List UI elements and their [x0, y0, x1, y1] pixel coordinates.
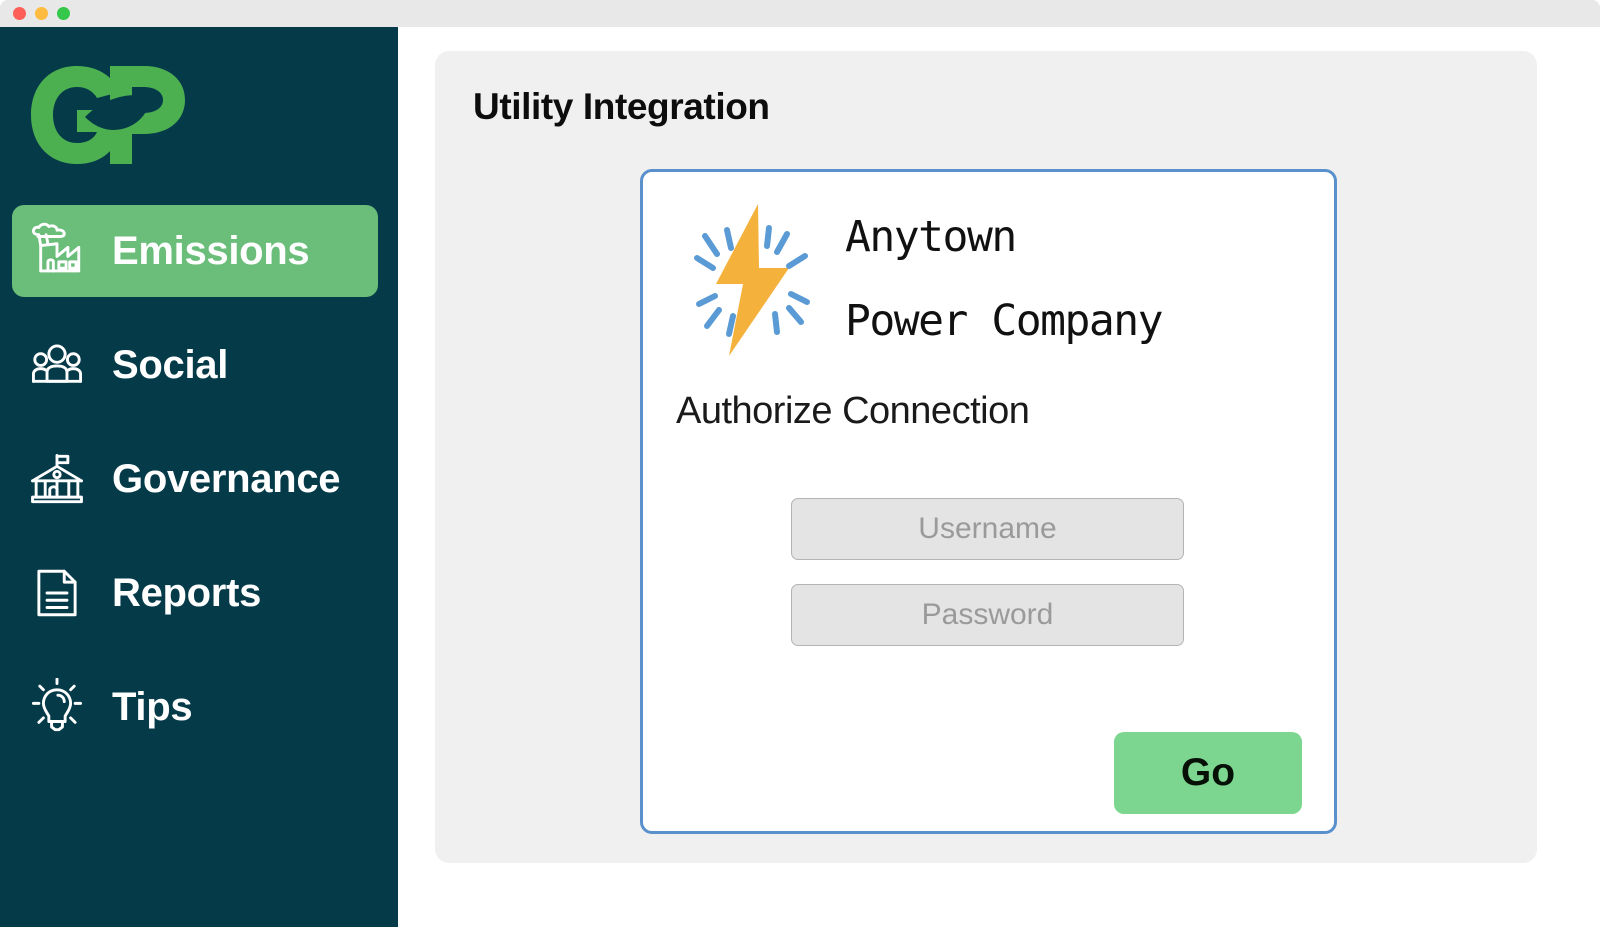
- gp-leaf-logo: [31, 66, 185, 164]
- sidebar-item-tips[interactable]: Tips: [12, 661, 378, 753]
- utility-name-line1: Anytown: [845, 212, 1017, 262]
- sidebar-item-governance[interactable]: Governance: [12, 433, 378, 525]
- window-titlebar: [0, 0, 1600, 27]
- maximize-window-button[interactable]: [57, 7, 70, 20]
- main-panel: Utility Integration: [435, 51, 1537, 863]
- card-subtitle: Authorize Connection: [676, 390, 1030, 432]
- sidebar-nav: Emissions Social: [0, 205, 398, 775]
- go-button[interactable]: Go: [1114, 732, 1302, 814]
- utility-name-line2: Power Company: [845, 295, 1164, 346]
- utility-integration-card: Anytown Power Company Authorize Connecti…: [640, 169, 1337, 834]
- sidebar: Emissions Social: [0, 27, 398, 927]
- sidebar-item-label: Governance: [112, 457, 341, 501]
- factory-icon: [26, 220, 88, 282]
- sidebar-item-social[interactable]: Social: [12, 319, 378, 411]
- sidebar-item-label: Reports: [112, 571, 262, 615]
- page-title: Utility Integration: [473, 86, 770, 127]
- close-window-button[interactable]: [13, 7, 26, 20]
- utility-logo: Anytown Power Company: [683, 196, 1164, 364]
- minimize-window-button[interactable]: [35, 7, 48, 20]
- sidebar-item-label: Social: [112, 343, 229, 387]
- government-building-icon: [26, 448, 88, 510]
- lightning-bolt-icon: [683, 200, 823, 360]
- document-lines-icon: [26, 562, 88, 624]
- lightbulb-icon: [26, 676, 88, 738]
- people-group-icon: [26, 334, 88, 396]
- utility-name: Anytown Power Company: [845, 196, 1164, 364]
- brand-logo[interactable]: [25, 60, 195, 170]
- sidebar-item-emissions[interactable]: Emissions: [12, 205, 378, 297]
- sidebar-item-label: Tips: [112, 685, 193, 729]
- password-input[interactable]: [791, 584, 1184, 646]
- sidebar-item-reports[interactable]: Reports: [12, 547, 378, 639]
- sidebar-item-label: Emissions: [112, 229, 310, 273]
- username-input[interactable]: [791, 498, 1184, 560]
